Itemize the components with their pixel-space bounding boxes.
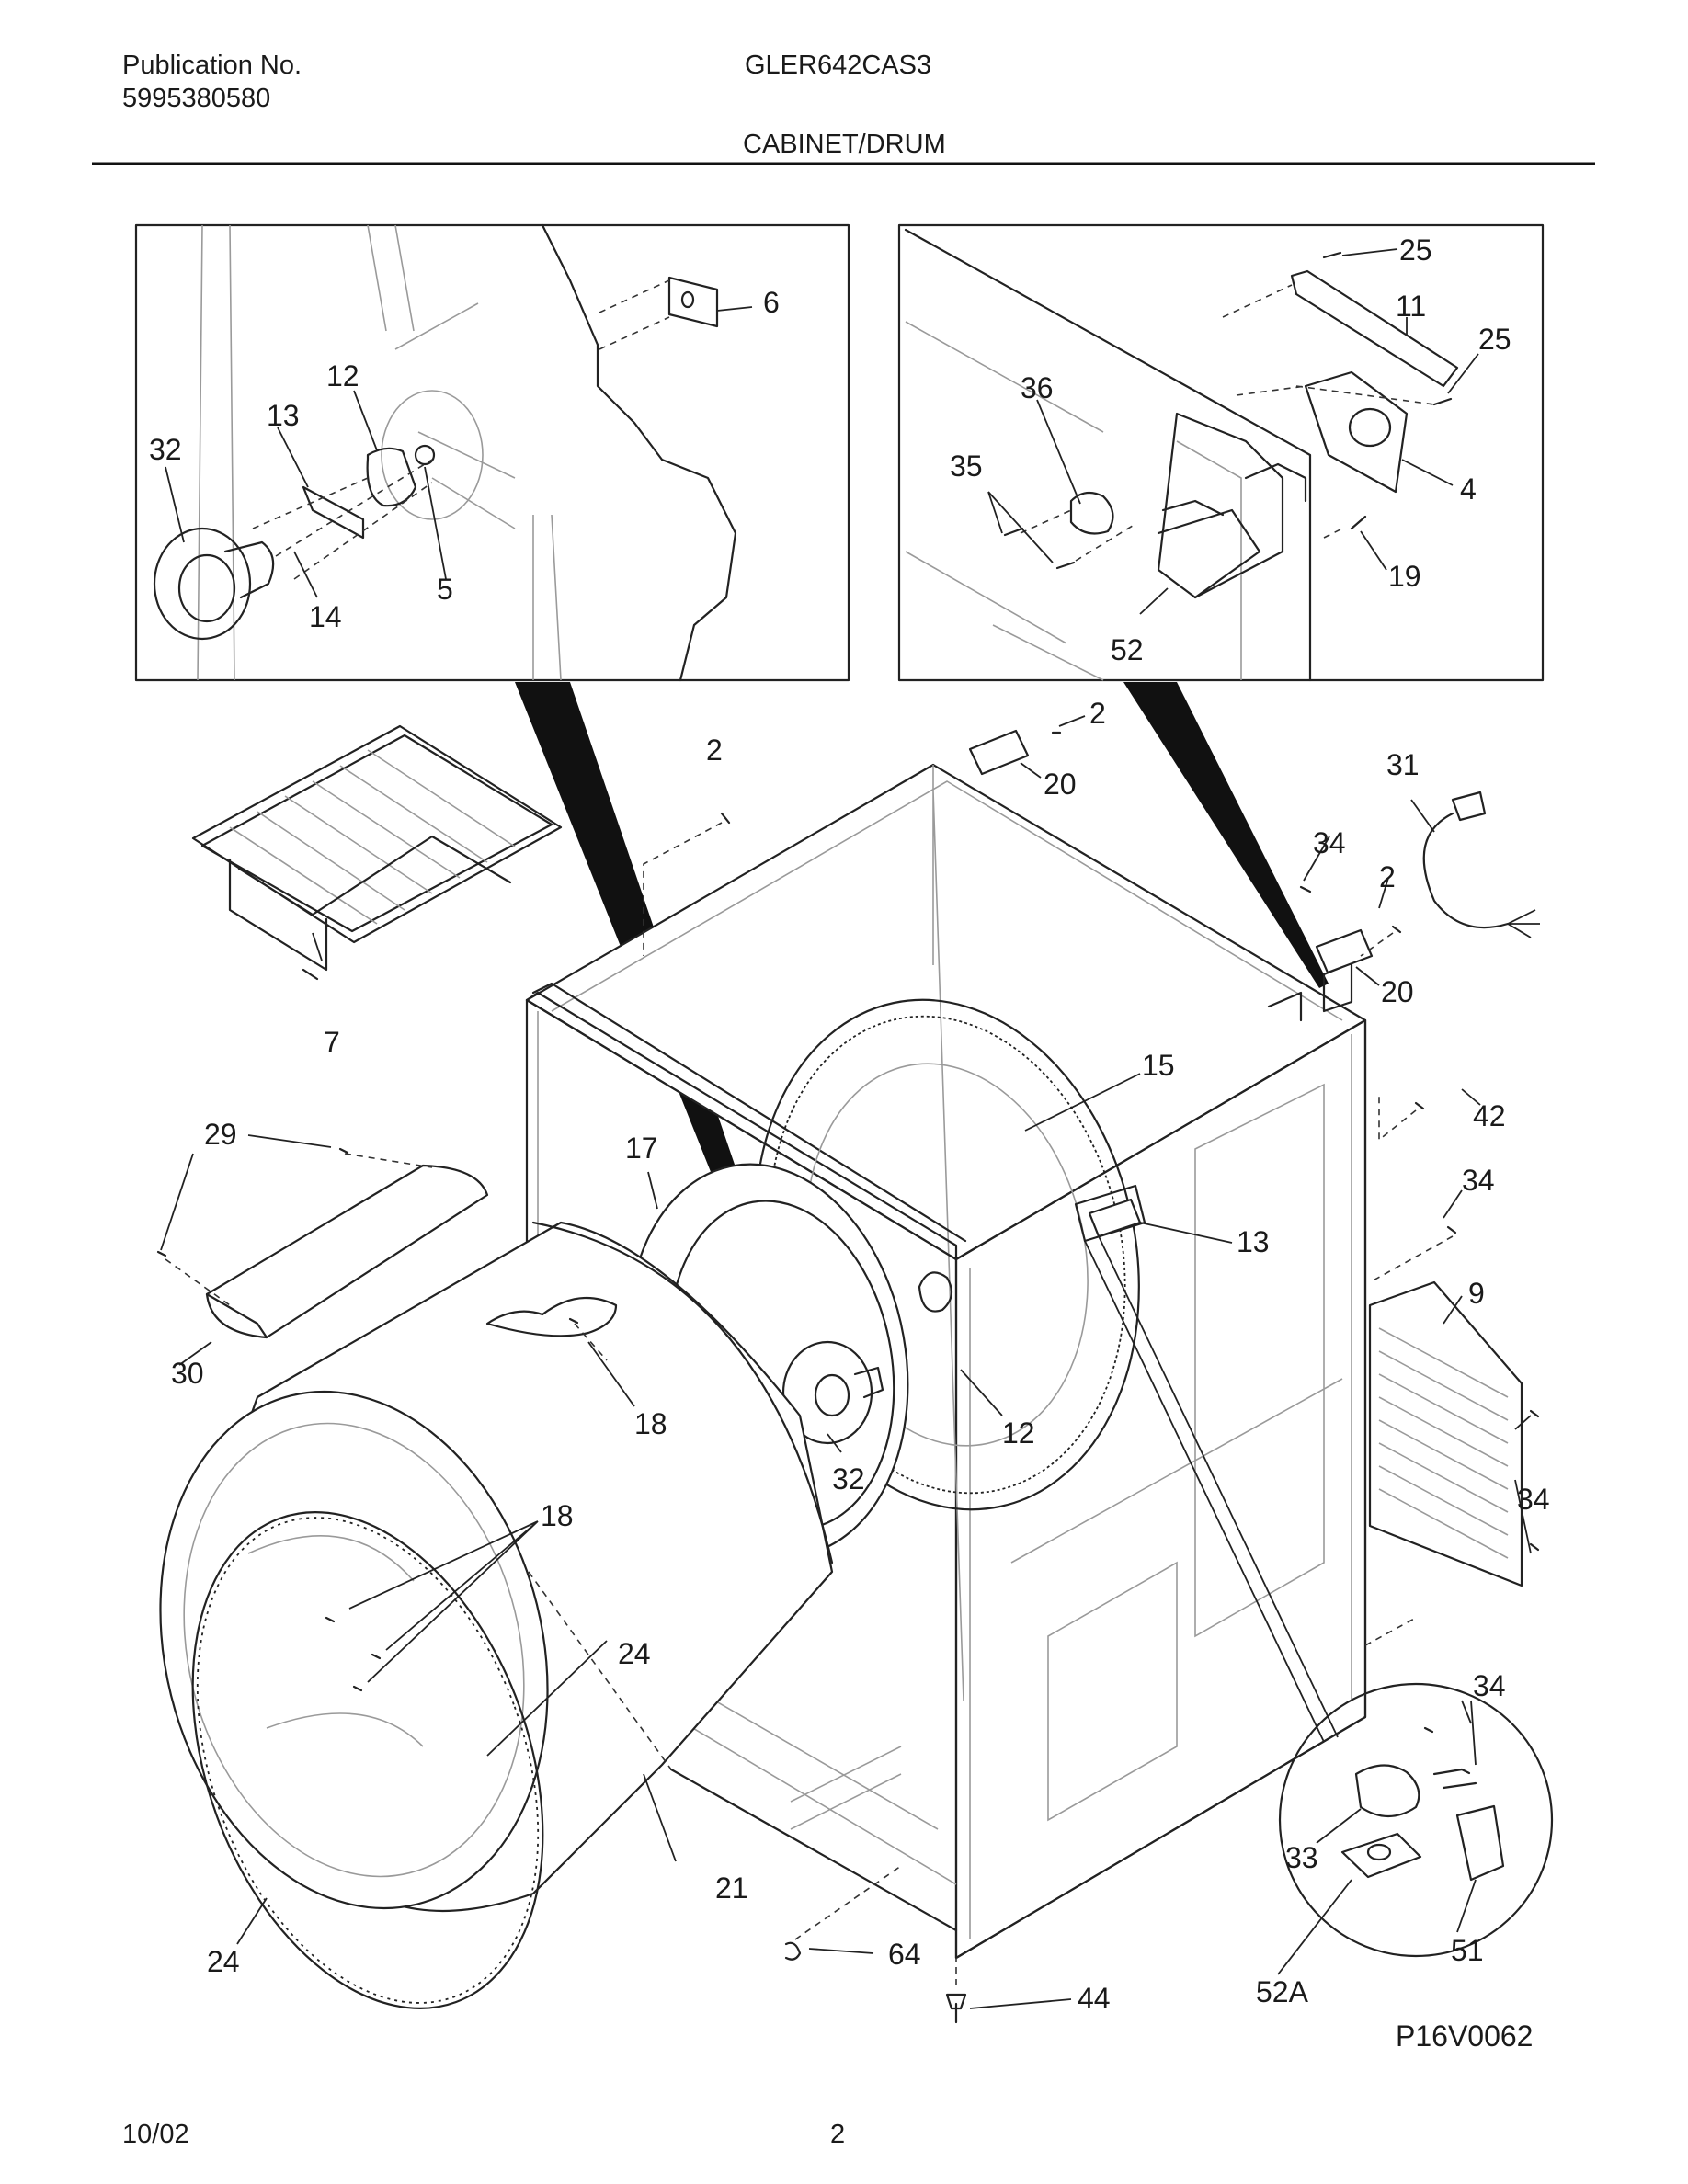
right-inset-pointer bbox=[1123, 682, 1329, 988]
main-leaders bbox=[160, 715, 1532, 2009]
callout-64: 64 bbox=[888, 1938, 921, 1971]
callout-44: 44 bbox=[1078, 1982, 1111, 2015]
power-cord bbox=[1422, 791, 1540, 938]
callout-32: 32 bbox=[149, 433, 182, 466]
circle-inset-link bbox=[1084, 1235, 1339, 1743]
callout-21: 21 bbox=[715, 1871, 748, 1905]
callout-18-upper: 18 bbox=[634, 1407, 667, 1440]
callout-36: 36 bbox=[1021, 371, 1054, 404]
callout-13: 13 bbox=[267, 399, 300, 432]
front-glide-30 bbox=[205, 1164, 489, 1339]
callout-9: 9 bbox=[1468, 1277, 1485, 1310]
drum-rings bbox=[191, 1511, 544, 2009]
left-inset bbox=[134, 223, 850, 682]
callout-14: 14 bbox=[309, 600, 342, 633]
back-panel bbox=[1368, 1280, 1523, 1587]
left-inset-callouts: 6 12 13 32 14 5 bbox=[149, 286, 780, 633]
callout-52A: 52A bbox=[1256, 1975, 1309, 2008]
callout-2-mid: 2 bbox=[706, 734, 723, 767]
callout-32-main: 32 bbox=[832, 1462, 865, 1496]
main-callouts: 2 2 20 31 34 2 20 7 15 42 29 17 34 13 9 … bbox=[171, 697, 1550, 2015]
switch-13 bbox=[1088, 1198, 1142, 1238]
callout-19: 19 bbox=[1388, 560, 1421, 593]
callout-4: 4 bbox=[1460, 472, 1477, 506]
callout-6: 6 bbox=[763, 286, 780, 319]
drawing-code: P16V0062 bbox=[1396, 2019, 1533, 2053]
model-number: GLER642CAS3 bbox=[745, 51, 932, 80]
callout-25a: 25 bbox=[1399, 233, 1432, 267]
section-title: CABINET/DRUM bbox=[743, 130, 946, 159]
drying-rack bbox=[191, 724, 563, 981]
callout-24-lower: 24 bbox=[207, 1945, 240, 1978]
callout-18-lower: 18 bbox=[541, 1499, 574, 1532]
callout-24-upper: 24 bbox=[618, 1637, 651, 1670]
page-number: 2 bbox=[830, 2120, 846, 2149]
callout-17: 17 bbox=[625, 1132, 658, 1165]
callout-2-top: 2 bbox=[1089, 697, 1106, 730]
callout-20-top: 20 bbox=[1044, 768, 1077, 801]
assembly-lines bbox=[165, 822, 1454, 1985]
callout-30: 30 bbox=[171, 1357, 204, 1390]
callout-20-right: 20 bbox=[1381, 975, 1414, 1008]
callout-12: 12 bbox=[326, 359, 359, 392]
callout-7: 7 bbox=[324, 1026, 340, 1059]
callout-34-back: 34 bbox=[1517, 1483, 1550, 1516]
right-inset-callouts: 25 11 25 36 35 4 19 52 bbox=[950, 233, 1511, 666]
callout-33: 33 bbox=[1285, 1841, 1318, 1874]
footer-date: 10/02 bbox=[122, 2120, 189, 2149]
drum bbox=[159, 1221, 834, 1912]
callout-51: 51 bbox=[1451, 1934, 1484, 1967]
callout-2-right: 2 bbox=[1379, 860, 1396, 893]
callout-12-main: 12 bbox=[1002, 1416, 1035, 1450]
callout-31: 31 bbox=[1386, 748, 1420, 781]
bracket-20-top bbox=[968, 729, 1030, 776]
callout-11: 11 bbox=[1396, 290, 1426, 323]
callout-42: 42 bbox=[1473, 1099, 1506, 1132]
callout-13-main: 13 bbox=[1237, 1225, 1270, 1258]
callout-52: 52 bbox=[1111, 633, 1144, 666]
callout-5: 5 bbox=[437, 573, 453, 606]
publication-label: Publication No. bbox=[122, 51, 302, 80]
callout-35: 35 bbox=[950, 449, 983, 483]
callout-29: 29 bbox=[204, 1118, 237, 1151]
callout-34-top: 34 bbox=[1313, 826, 1346, 859]
callout-34-mid: 34 bbox=[1462, 1164, 1495, 1197]
publication-number: 5995380580 bbox=[122, 84, 271, 113]
callout-25b: 25 bbox=[1478, 323, 1511, 356]
right-inset bbox=[897, 223, 1545, 682]
callout-34-lower: 34 bbox=[1473, 1669, 1506, 1702]
bracket-20-right bbox=[1315, 928, 1374, 974]
callout-15: 15 bbox=[1142, 1049, 1175, 1082]
circle-inset bbox=[1277, 1682, 1554, 1975]
screws bbox=[156, 731, 1540, 2024]
circle-inset-callouts: 33 51 52A bbox=[1256, 1841, 1484, 2008]
